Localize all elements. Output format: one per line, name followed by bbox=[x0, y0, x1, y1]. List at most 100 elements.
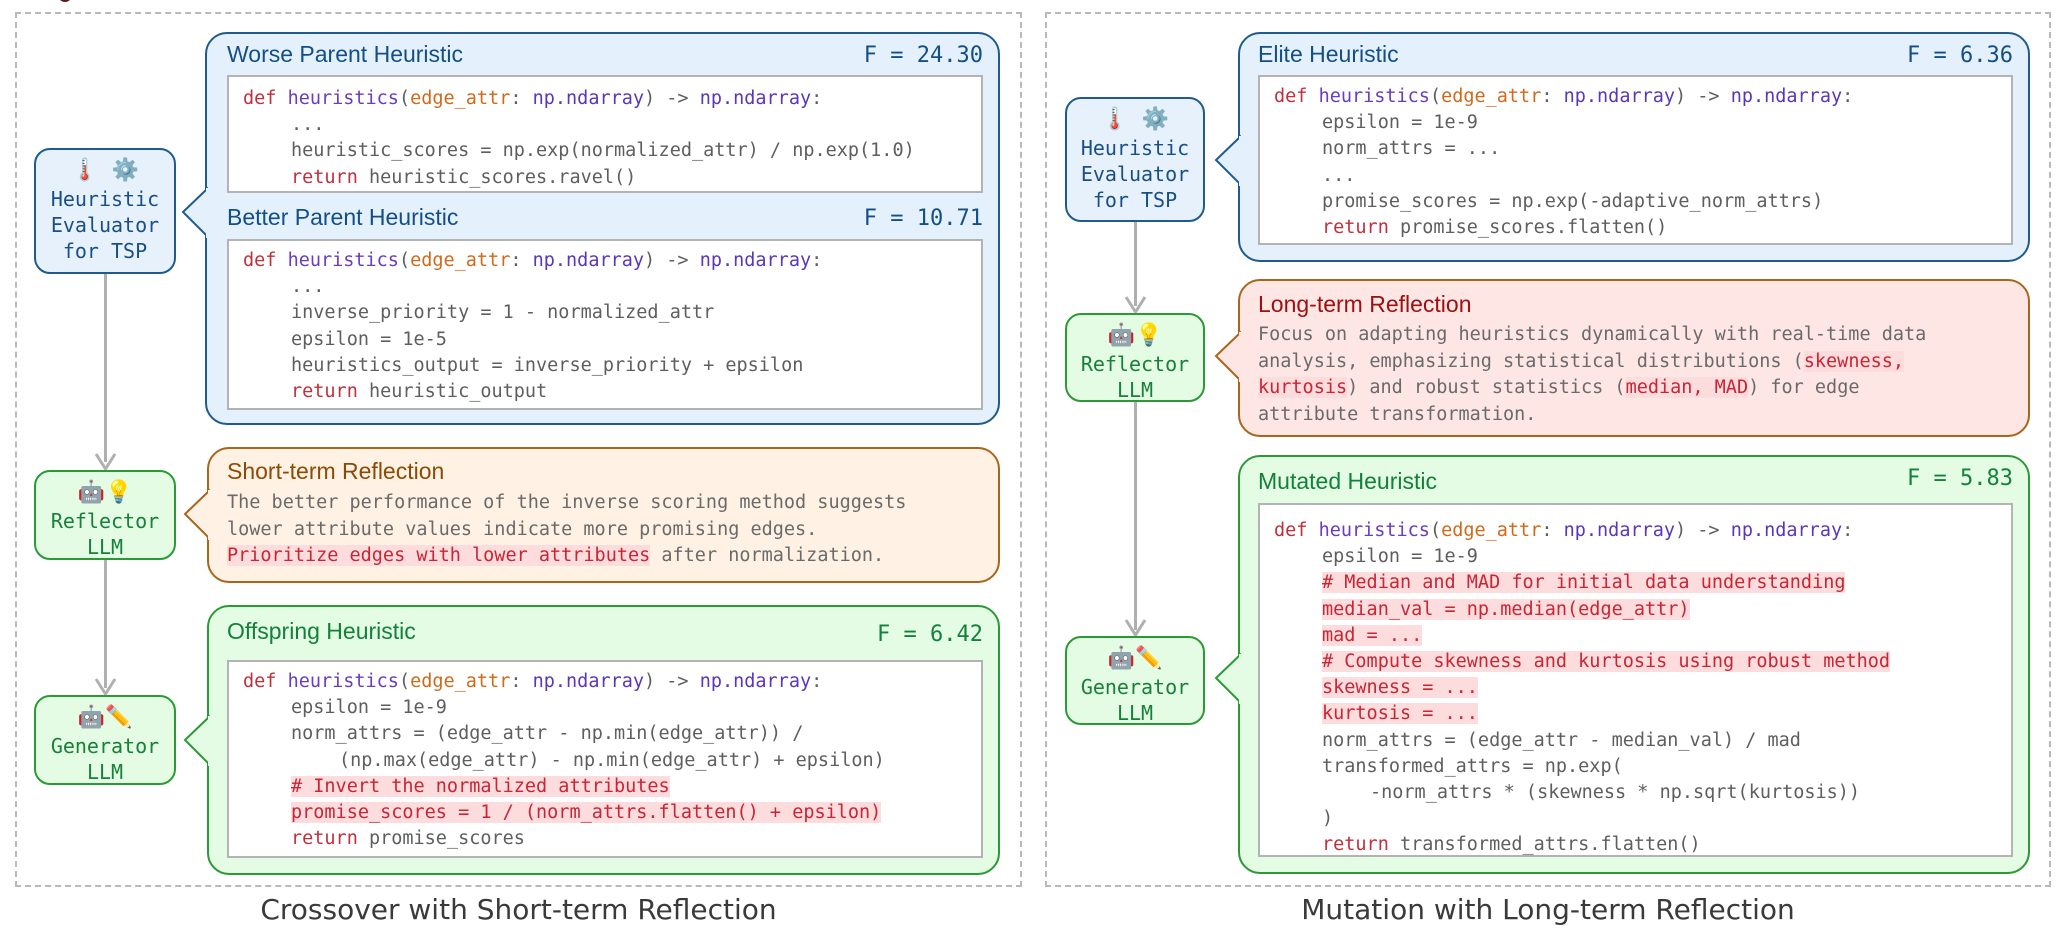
node-label-line: Generator bbox=[50, 734, 160, 758]
code-token: : bbox=[811, 250, 823, 271]
reflection-text: The better performance of the inverse sc… bbox=[227, 492, 907, 513]
connector-reflector-to-generator bbox=[104, 560, 107, 688]
code-token: return bbox=[291, 166, 358, 188]
node-label-line: Evaluator bbox=[1080, 162, 1190, 186]
worse-parent-code: def heuristics(edge_attr: np.ndarray) ->… bbox=[227, 75, 983, 193]
code-token: np.ndarray bbox=[699, 250, 812, 271]
code-token: promise_scores = np.exp(-adaptive_norm_a… bbox=[1322, 190, 1824, 212]
code-token: : bbox=[1541, 520, 1564, 541]
node-label-line: LLM bbox=[1116, 378, 1154, 402]
callout-pointer bbox=[183, 714, 212, 767]
lightbulb-icon: 💡 bbox=[105, 480, 133, 505]
code-token: : bbox=[510, 88, 533, 109]
code-line: # Invert the normalized attributes bbox=[291, 774, 670, 800]
long-term-reflection-text: Focus on adapting heuristics dynamically… bbox=[1258, 322, 1926, 428]
callout-pointer bbox=[181, 186, 210, 239]
code-line: return promise_scores bbox=[291, 826, 525, 852]
better-parent-code: def heuristics(edge_attr: np.ndarray) ->… bbox=[227, 239, 983, 410]
code-line: return heuristic_scores.ravel() bbox=[291, 165, 636, 191]
code-line: epsilon = 1e-5 bbox=[291, 327, 447, 353]
code-token: median_val = np.median(edge_attr) bbox=[1322, 598, 1690, 620]
reflector-llm-node[interactable]: 🤖💡 Reflector LLM bbox=[1065, 313, 1205, 402]
code-token: -norm_attrs * (skewness * np.sqrt(kurtos… bbox=[1370, 782, 1861, 803]
offspring-title: Offspring Heuristic bbox=[227, 618, 416, 644]
reflection-line: lower attribute values indicate more pro… bbox=[227, 517, 906, 544]
arrowhead-icon bbox=[1124, 296, 1147, 315]
code-token: ( bbox=[398, 671, 411, 692]
code-token: transformed_attrs.flatten() bbox=[1388, 834, 1701, 856]
code-line: # Median and MAD for initial data unders… bbox=[1322, 570, 1846, 596]
reflection-line: attribute transformation. bbox=[1258, 402, 1926, 429]
short-term-reflection-text: The better performance of the inverse sc… bbox=[227, 490, 906, 570]
robot-icon: 🤖 bbox=[77, 480, 105, 505]
reflection-text: ) for edge bbox=[1748, 377, 1860, 398]
callout-pointer bbox=[183, 488, 212, 541]
generator-llm-node[interactable]: 🤖✏️ Generator LLM bbox=[1065, 636, 1205, 725]
reflection-text: lower attribute values indicate more pro… bbox=[227, 518, 818, 540]
code-token: # Compute skewness and kurtosis using ro… bbox=[1322, 651, 1891, 672]
code-token: ... bbox=[1322, 164, 1356, 186]
code-token: ... bbox=[291, 276, 325, 298]
code-token: ) -> bbox=[644, 250, 700, 271]
heuristic-evaluator-node[interactable]: 🌡️ ⚙️ Heuristic Evaluator for TSP bbox=[1065, 97, 1205, 222]
node-label-line: Reflector bbox=[1080, 352, 1190, 376]
code-token: norm_attrs = (edge_attr - median_val) / … bbox=[1322, 729, 1801, 751]
code-token: epsilon = 1e-9 bbox=[1322, 546, 1478, 568]
code-line: -norm_attrs * (skewness * np.sqrt(kurtos… bbox=[1370, 780, 1860, 806]
code-line: def heuristics(edge_attr: np.ndarray) ->… bbox=[243, 86, 822, 112]
code-token: : bbox=[510, 250, 533, 271]
mutation-caption: Mutation with Long-term Reflection bbox=[1301, 893, 1795, 926]
robot-icon: 🤖 bbox=[77, 705, 105, 730]
code-token: heuristics_output = inverse_priority + e… bbox=[291, 354, 804, 376]
crossover-frame bbox=[15, 12, 1022, 887]
gear-icon: ⚙️ bbox=[1141, 107, 1170, 132]
code-token: ( bbox=[398, 250, 411, 271]
code-token: : bbox=[1541, 86, 1564, 107]
reflection-line: Focus on adapting heuristics dynamically… bbox=[1258, 322, 1926, 349]
code-token: np.ndarray bbox=[532, 671, 645, 692]
connector-reflector-to-generator bbox=[1134, 402, 1137, 630]
code-token: def bbox=[1274, 520, 1319, 541]
code-token: heuristics bbox=[287, 250, 399, 271]
mutated-fitness: F = 5.83 bbox=[1907, 466, 2013, 491]
highlighted-phrase: median, MAD bbox=[1625, 377, 1749, 398]
code-line: epsilon = 1e-9 bbox=[1322, 110, 1478, 136]
worse-parent-title: Worse Parent Heuristic bbox=[227, 41, 464, 67]
code-token: def bbox=[243, 671, 288, 692]
highlighted-phrase: skewness, bbox=[1803, 350, 1905, 372]
code-line: # Compute skewness and kurtosis using ro… bbox=[1322, 649, 1891, 675]
better-parent-title: Better Parent Heuristic bbox=[227, 204, 459, 230]
code-token: np.ndarray bbox=[1563, 86, 1676, 107]
pencil-icon: ✏️ bbox=[1135, 646, 1163, 671]
crossover-caption: Crossover with Short-term Reflection bbox=[260, 893, 777, 926]
code-token: return bbox=[291, 828, 358, 850]
mutated-code: def heuristics(edge_attr: np.ndarray) ->… bbox=[1258, 503, 2013, 857]
code-token: edge_attr bbox=[410, 671, 511, 692]
node-label-line: Reflector bbox=[50, 509, 160, 533]
code-token: # Median and MAD for initial data unders… bbox=[1322, 572, 1846, 594]
code-line: median_val = np.median(edge_attr) bbox=[1322, 597, 1690, 623]
reflection-line: kurtosis) and robust statistics (median,… bbox=[1258, 375, 1926, 402]
node-label-line: Generator bbox=[1080, 675, 1190, 699]
reflector-llm-node[interactable]: 🤖💡 Reflector LLM bbox=[34, 470, 176, 560]
code-token: edge_attr bbox=[1441, 86, 1542, 107]
code-line: return heuristic_output bbox=[291, 379, 547, 405]
code-token: ( bbox=[1429, 520, 1442, 541]
generator-llm-node[interactable]: 🤖✏️ Generator LLM bbox=[34, 695, 176, 785]
lightbulb-icon: 💡 bbox=[1135, 323, 1163, 348]
code-line: epsilon = 1e-9 bbox=[291, 695, 447, 721]
cropped-heading-fragment bbox=[58, 0, 72, 2]
reflection-text: analysis, emphasizing statistical distri… bbox=[1258, 350, 1804, 372]
code-token: ) bbox=[1322, 808, 1334, 830]
heuristic-evaluator-node[interactable]: 🌡️ ⚙️ Heuristic Evaluator for TSP bbox=[34, 148, 176, 274]
code-line: transformed_attrs = np.exp( bbox=[1322, 754, 1623, 780]
code-line: promise_scores = np.exp(-adaptive_norm_a… bbox=[1322, 189, 1823, 215]
callout-pointer bbox=[1214, 330, 1243, 383]
robot-icon: 🤖 bbox=[1107, 323, 1135, 348]
code-token: norm_attrs = ... bbox=[1322, 138, 1501, 160]
node-label-line: for TSP bbox=[1092, 188, 1178, 212]
arrowhead-icon bbox=[94, 678, 117, 697]
arrowhead-icon bbox=[1124, 619, 1147, 638]
worse-parent-fitness: F = 24.30 bbox=[863, 43, 983, 68]
code-line: ... bbox=[1322, 163, 1355, 189]
